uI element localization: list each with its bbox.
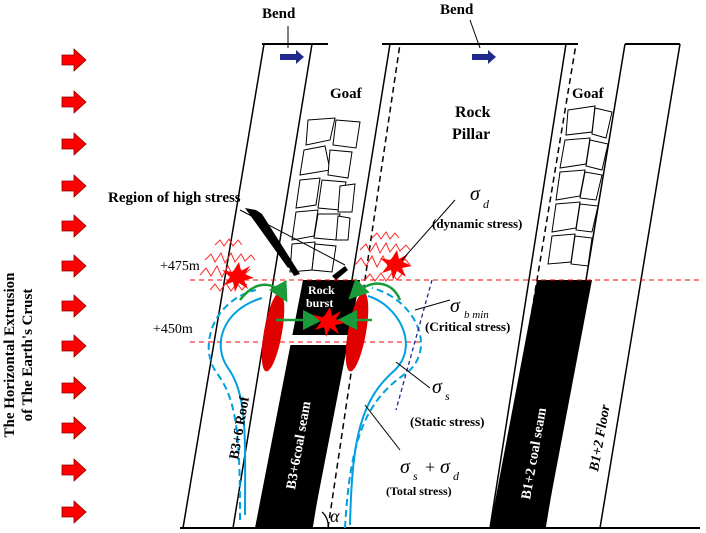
level-450-label: +450m (153, 322, 193, 337)
green-arc-left (239, 280, 288, 303)
total-desc: (Total stress) (386, 484, 452, 498)
stress-ellipse-right (345, 292, 369, 372)
pointer-wedge-right (256, 210, 300, 276)
total-plus: + (425, 457, 435, 477)
critical-stress-line (395, 279, 433, 411)
bend-arrow-left (280, 50, 304, 64)
bend-label-right: Bend (440, 2, 474, 18)
pillar-right-line (489, 43, 567, 529)
crust-arrow-3 (61, 132, 87, 156)
crust-arrow-2 (61, 90, 87, 114)
critical-symbol: σ (450, 295, 461, 317)
bend-label-left: Bend (262, 6, 296, 22)
total-symbol-1: σ (400, 456, 411, 478)
level-475-label: +475m (160, 259, 200, 274)
total-symbol-2: σ (440, 456, 451, 478)
dynamic-symbol: σ (470, 183, 481, 205)
dynamic-desc: (dynamic stress) (432, 216, 522, 231)
rock-pillar-label-2: Pillar (452, 126, 490, 143)
crust-arrow-5 (61, 214, 87, 238)
static-sub: s (445, 389, 450, 403)
critical-sub: b min (464, 309, 489, 321)
pointer-line-high-stress (239, 209, 346, 266)
side-label-line2: of The Earth's Crust (20, 289, 36, 422)
crust-arrow-6 (61, 254, 87, 278)
coal-seam-right (490, 280, 592, 528)
bend-pointer-right (469, 19, 481, 49)
burst-star-center (313, 307, 345, 337)
goaf-rubble-right (547, 105, 613, 267)
crust-arrow-11 (61, 458, 87, 482)
crust-arrow-12 (61, 500, 87, 524)
rock-burst-gap (290, 335, 350, 345)
stress-ellipse-left (261, 292, 285, 372)
critical-pointer-line (414, 299, 451, 311)
crust-arrow-4 (61, 174, 87, 198)
static-desc: (Static stress) (410, 414, 485, 429)
crust-arrow-8 (61, 334, 87, 358)
total-stress-curve-right (344, 287, 422, 529)
alpha-arc (321, 511, 329, 529)
side-label-line1: The Horizontal Extrusion (2, 272, 18, 438)
goaf-label-left: Goaf (330, 86, 363, 102)
floor-label: B1+2 Floor (587, 403, 614, 474)
green-arc-right (348, 278, 402, 301)
crust-arrow-7 (61, 294, 87, 318)
total-sub-2: d (453, 469, 460, 483)
static-stress-curve-left (219, 297, 263, 516)
dynamic-pointer-line (401, 199, 456, 261)
static-stress-curve-right (349, 295, 407, 526)
static-pointer-line (395, 361, 431, 389)
static-symbol: σ (432, 376, 443, 398)
crust-arrow-9 (61, 376, 87, 400)
rock-pillar-label-1: Rock (455, 104, 491, 121)
total-stress-curve-left (207, 289, 257, 521)
total-sub-1: s (413, 469, 418, 483)
critical-desc: (Critical stress) (425, 319, 510, 334)
bend-arrow-right (472, 50, 496, 64)
rock-burst-label-1: Rock (308, 283, 335, 297)
crust-arrow-10 (61, 416, 87, 440)
rock-burst-label-2: burst (306, 296, 333, 310)
high-stress-label: Region of high stress (108, 190, 241, 206)
pointer-wedge-dyn (332, 266, 348, 280)
crust-extrusion-arrows (61, 48, 87, 524)
total-pointer-line (364, 404, 401, 451)
goaf-label-right: Goaf (572, 86, 605, 102)
floor-right-line (599, 43, 681, 529)
crust-arrow-1 (61, 48, 87, 72)
burst-star-left (222, 262, 254, 292)
dynamic-sub: d (483, 197, 490, 211)
goaf-rubble-left (289, 117, 361, 273)
alpha-label: α (330, 506, 340, 526)
